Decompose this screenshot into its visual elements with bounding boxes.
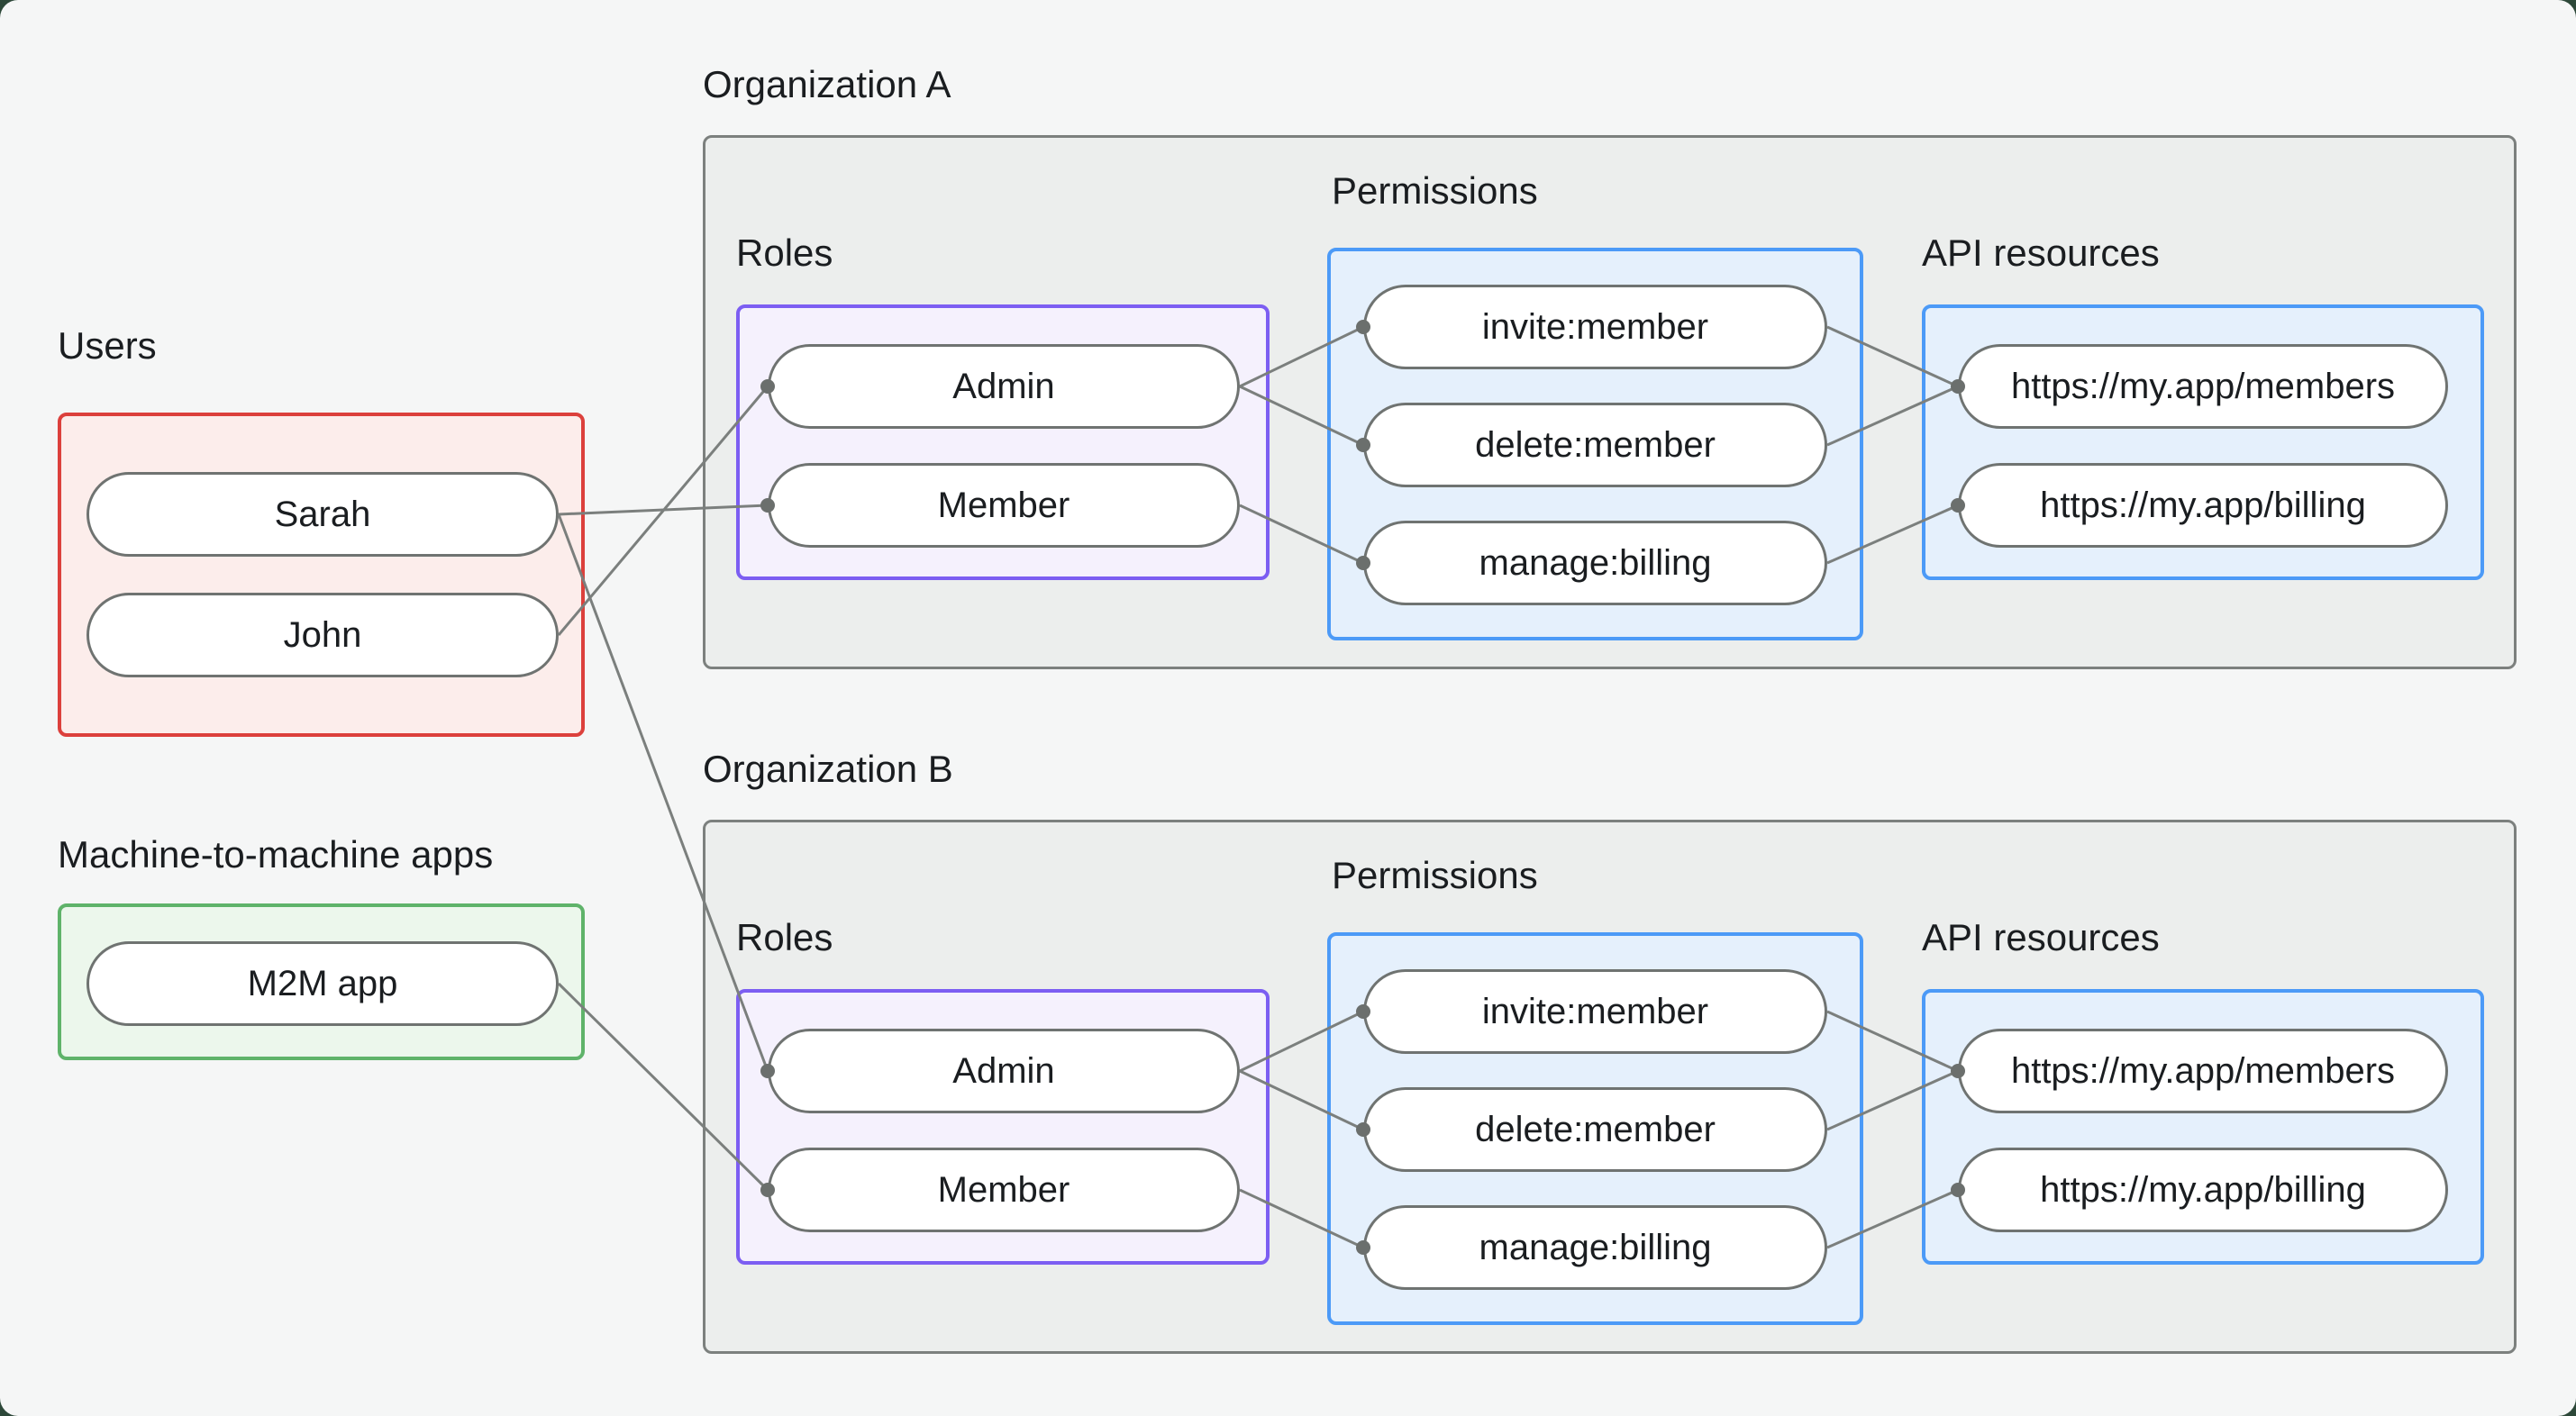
org-a-roles-box: Admin Member xyxy=(736,304,1270,580)
m2m-section-label: Machine-to-machine apps xyxy=(58,833,494,876)
org-b-roles-box: Admin Member xyxy=(736,989,1270,1265)
m2m-group-box: M2M app xyxy=(58,903,585,1060)
org-b-permission-node-manage-billing: manage:billing xyxy=(1363,1205,1827,1290)
m2m-node-app: M2M app xyxy=(86,941,559,1026)
org-a-permission-node-delete-member: delete:member xyxy=(1363,403,1827,487)
org-a-box: Roles Admin Member Permissions invite:me… xyxy=(703,135,2517,669)
org-a-roles-label: Roles xyxy=(736,231,833,274)
org-b-title: Organization B xyxy=(703,748,953,790)
user-node-sarah: Sarah xyxy=(86,472,559,557)
org-a-role-node-member: Member xyxy=(768,463,1240,548)
org-b-permission-node-invite-member: invite:member xyxy=(1363,969,1827,1054)
org-a-permissions-box: invite:member delete:member manage:billi… xyxy=(1327,248,1863,640)
org-b-permissions-box: invite:member delete:member manage:billi… xyxy=(1327,932,1863,1325)
user-node-john: John xyxy=(86,593,559,677)
org-b-permission-node-delete-member: delete:member xyxy=(1363,1087,1827,1172)
org-b-api-node-billing: https://my.app/billing xyxy=(1958,1148,2448,1232)
org-a-permissions-label: Permissions xyxy=(1332,169,1538,212)
org-b-box: Roles Admin Member Permissions invite:me… xyxy=(703,820,2517,1354)
org-a-api-resources-label: API resources xyxy=(1922,231,2160,274)
org-b-api-resources-box: https://my.app/members https://my.app/bi… xyxy=(1922,989,2484,1265)
org-a-permission-node-invite-member: invite:member xyxy=(1363,285,1827,369)
org-a-role-node-admin: Admin xyxy=(768,344,1240,429)
org-a-permission-node-manage-billing: manage:billing xyxy=(1363,521,1827,605)
org-a-api-resources-box: https://my.app/members https://my.app/bi… xyxy=(1922,304,2484,580)
org-a-title: Organization A xyxy=(703,63,951,105)
org-b-api-node-members: https://my.app/members xyxy=(1958,1029,2448,1113)
org-b-api-resources-label: API resources xyxy=(1922,916,2160,958)
org-a-api-node-billing: https://my.app/billing xyxy=(1958,463,2448,548)
users-group-box: Sarah John xyxy=(58,413,585,737)
users-section-label: Users xyxy=(58,324,157,367)
org-b-permissions-label: Permissions xyxy=(1332,854,1538,896)
org-b-roles-label: Roles xyxy=(736,916,833,958)
org-a-api-node-members: https://my.app/members xyxy=(1958,344,2448,429)
org-b-role-node-member: Member xyxy=(768,1148,1240,1232)
org-b-role-node-admin: Admin xyxy=(768,1029,1240,1113)
